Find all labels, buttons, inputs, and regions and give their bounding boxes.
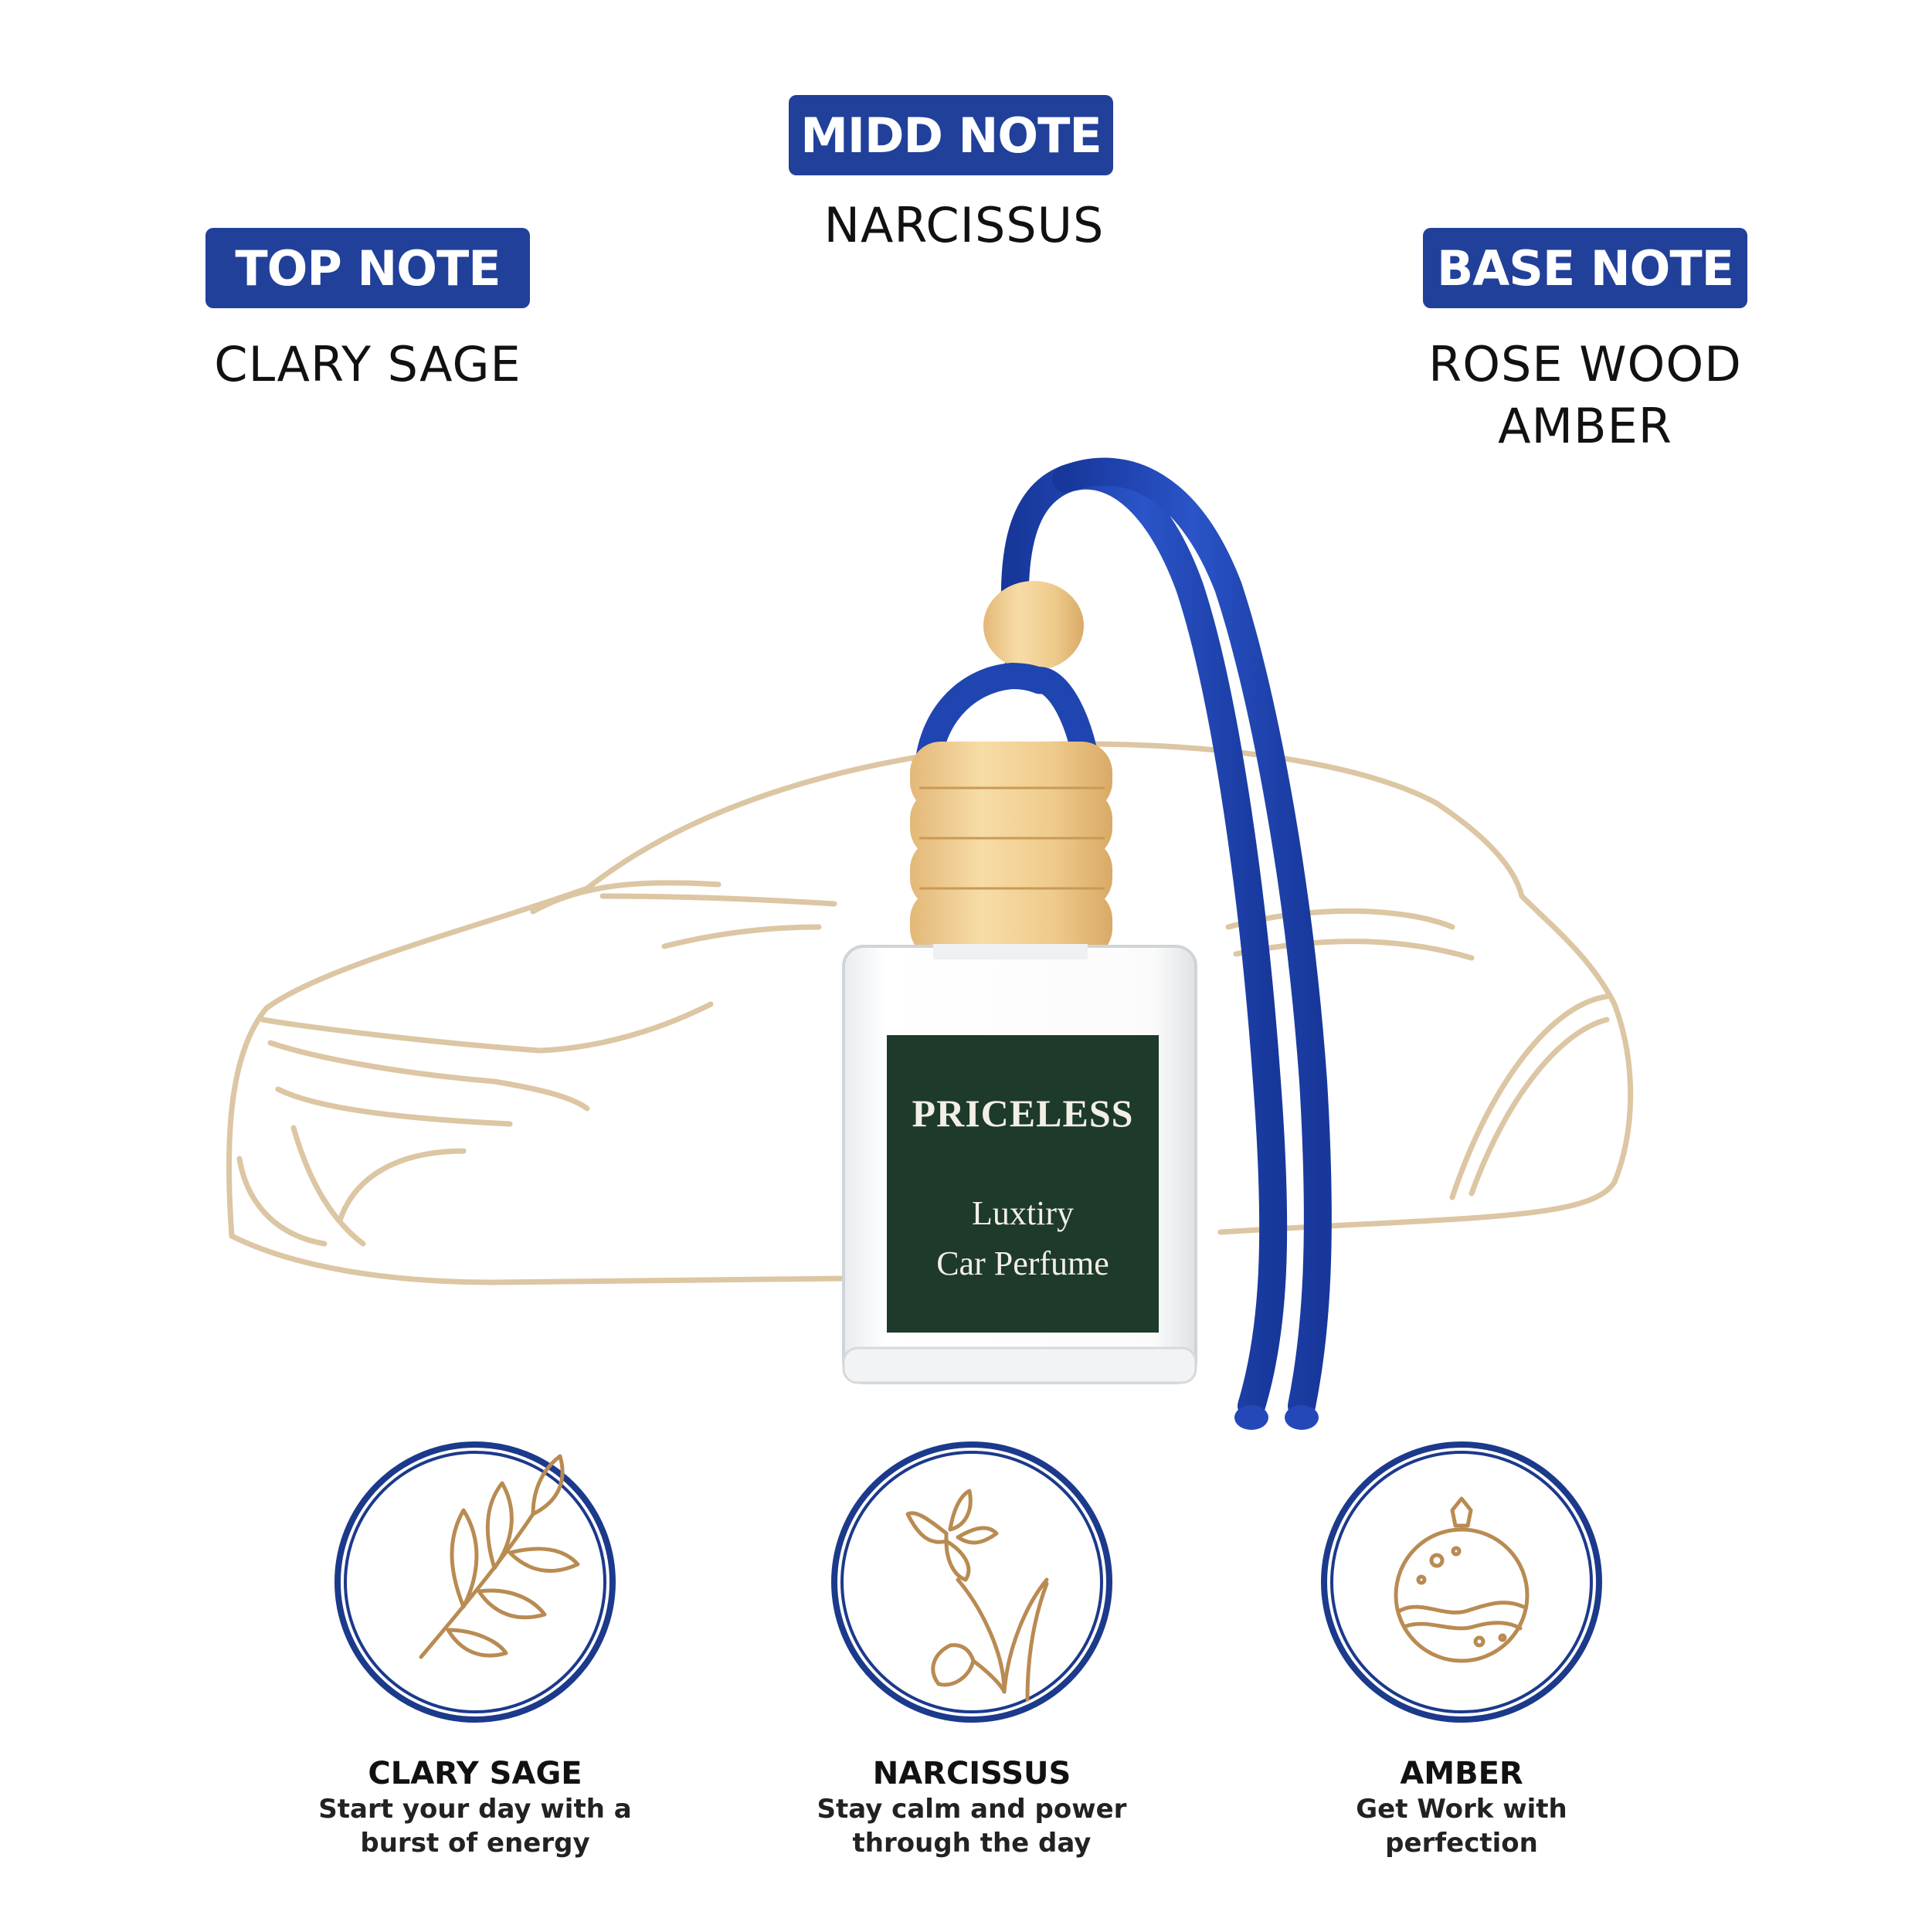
base-note-value-1: ROSE WOOD [1428,336,1742,392]
top-note-value: CLARY SAGE [214,336,521,392]
feature-title: NARCISSUS [872,1756,1071,1791]
top-note-badge: TOP NOTE [205,228,530,308]
base-note-value-2: AMBER [1498,398,1672,454]
wooden-cap-icon [910,742,1112,959]
feature-description: Start your day with a burst of energy [318,1794,632,1859]
feature-description: Stay calm and power through the day [817,1794,1127,1859]
feature-title: CLARY SAGE [368,1756,582,1791]
base-note-badge: BASE NOTE [1423,228,1747,308]
middle-note-badge: MIDD NOTE [789,95,1113,175]
bottle-label [887,1035,1159,1333]
feature-narcissus: NARCISSUS Stay calm and power through th… [725,1755,1219,1860]
feature-amber: AMBER Get Work with perfection [1214,1755,1709,1860]
narcissus-flower-icon [905,1489,1049,1702]
feature-description: Get Work with perfection [1356,1794,1567,1859]
glass-bottle-icon [842,944,1197,1384]
bottle-subtitle-line1: Luxtiry [972,1194,1074,1232]
feature-circles [334,1441,1602,1723]
bottle-brand: PRICELESS [912,1092,1134,1135]
leaf-branch-icon [419,1454,580,1659]
bottle-subtitle-line2: Car Perfume [936,1244,1109,1282]
amber-pendant-icon [1394,1496,1530,1663]
car-outline-icon [226,741,1634,1285]
feature-clary-sage: CLARY SAGE Start your day with a burst o… [228,1755,722,1860]
feature-title: AMBER [1400,1756,1523,1791]
middle-note-value: NARCISSUS [823,197,1105,253]
hanging-cord-icon [1000,457,1332,1430]
wooden-bead-icon [983,581,1084,671]
